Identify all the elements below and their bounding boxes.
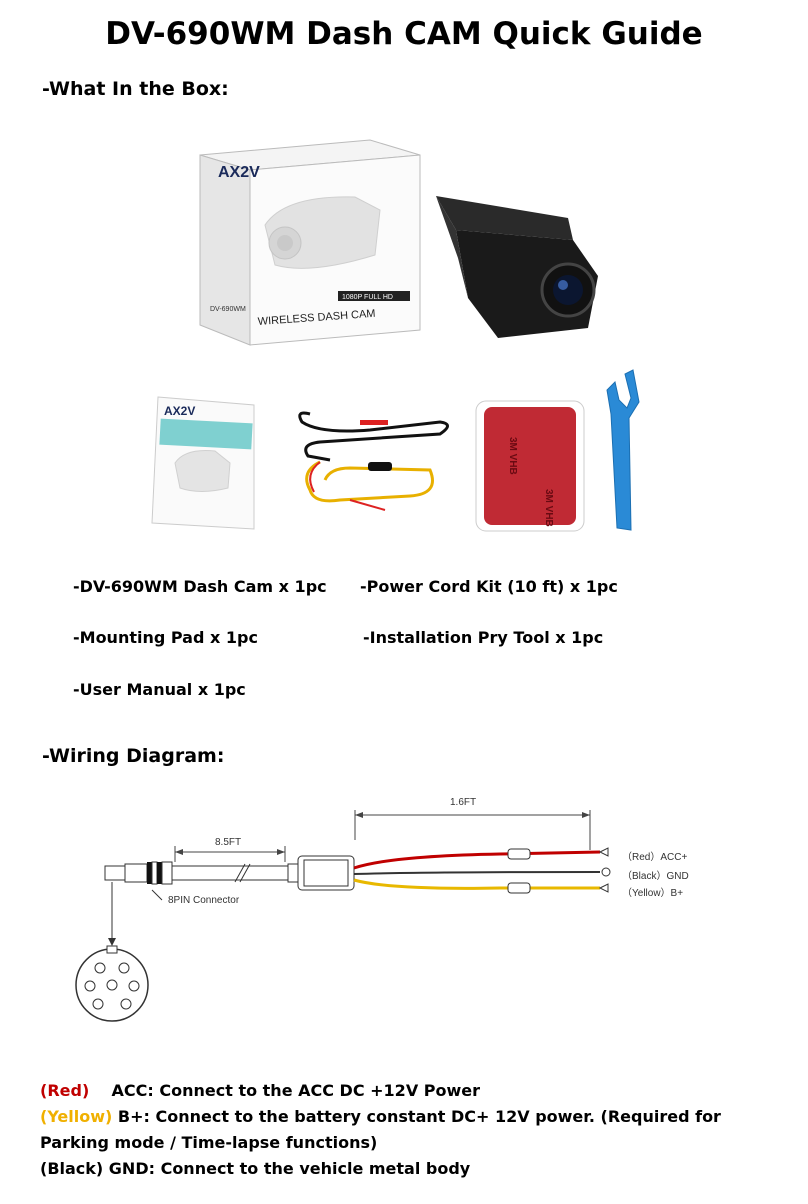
legend-yellow-tag: (Yellow) xyxy=(40,1107,113,1126)
box-brand: AX2V xyxy=(218,164,260,181)
wire-black-label: （Black）GND xyxy=(622,870,689,882)
legend-black: (Black) GND: Connect to the vehicle meta… xyxy=(40,1159,471,1178)
product-box-image: AX2V DV-690WM 1080P FULL HD WIRELESS DAS… xyxy=(199,139,421,346)
user-manual-image: AX2V xyxy=(151,396,255,530)
wire-yellow-label: （Yellow）B+ xyxy=(622,887,683,899)
length-short-label: 8.5FT xyxy=(215,837,241,848)
power-cord-image xyxy=(298,411,449,511)
box-item-mounting-pad: -Mounting Pad x 1pc xyxy=(73,628,258,647)
length-long-label: 1.6FT xyxy=(450,797,476,808)
box-model-text: DV-690WM xyxy=(210,306,246,313)
wiring-diagram: 1.6FT 8.5FT （Red）ACC+ （Black）GND （Yellow… xyxy=(75,797,689,1022)
mounting-pad-image: 3M VHB 3M VHB xyxy=(475,400,585,532)
box-item-pry-tool: -Installation Pry Tool x 1pc xyxy=(363,628,604,647)
legend-yellow-text: B+: Connect to the battery constant DC+ … xyxy=(40,1107,721,1152)
legend-red-tag: (Red) xyxy=(40,1081,90,1100)
pry-tool-image xyxy=(606,369,640,531)
wire-red-label: （Red）ACC+ xyxy=(622,851,687,863)
box-item-dashcam: -DV-690WM Dash Cam x 1pc xyxy=(73,577,327,596)
box-item-user-manual: -User Manual x 1pc xyxy=(73,680,246,699)
box-item-power-cord: -Power Cord Kit (10 ft) x 1pc xyxy=(360,577,618,596)
connector-label: 8PIN Connector xyxy=(168,895,240,906)
manual-brand: AX2V xyxy=(164,404,195,418)
legend-yellow: (Yellow) B+: Connect to the battery cons… xyxy=(40,1104,780,1156)
wiring-heading: -Wiring Diagram: xyxy=(42,745,225,767)
legend-red-text: ACC: Connect to the ACC DC +12V Power xyxy=(111,1081,481,1100)
legend-red: (Red) ACC: Connect to the ACC DC +12V Po… xyxy=(40,1078,780,1104)
box-hd-label: 1080P FULL HD xyxy=(342,294,393,301)
page-title: DV-690WM Dash CAM Quick Guide xyxy=(105,16,703,52)
pad-text-2: 3M VHB xyxy=(543,489,554,527)
box-heading: -What In the Box: xyxy=(42,78,229,100)
dash-cam-image xyxy=(436,196,598,338)
pad-text: 3M VHB xyxy=(507,437,518,475)
